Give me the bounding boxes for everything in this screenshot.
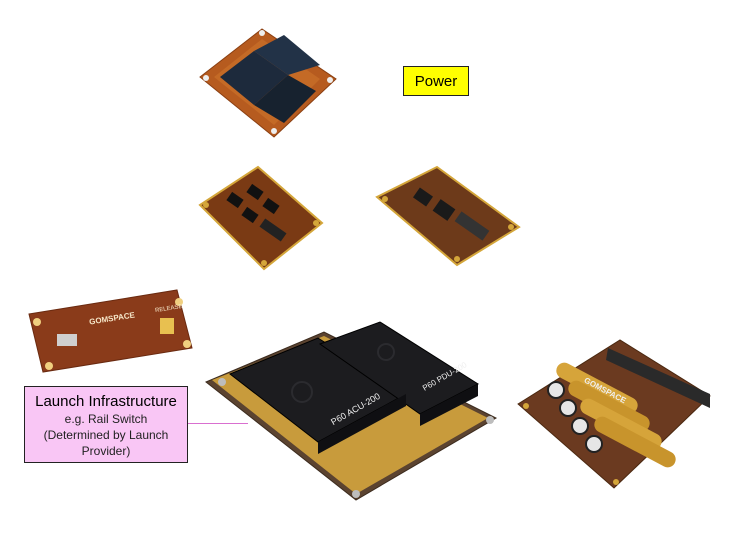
power-label: Power — [403, 66, 469, 96]
pcb-board-icon-2 — [375, 165, 521, 267]
rail-switch-board-icon: GOMSPACE RELEASE — [27, 288, 194, 374]
launch-title: Launch Infrastructure — [35, 393, 177, 410]
p60-stack: P60 ACU-200 P60 PDU-200 — [200, 321, 498, 504]
solar-panel-icon — [199, 28, 337, 138]
launch-sub-1: e.g. Rail Switch — [64, 412, 148, 426]
launch-infrastructure-label: Launch Infrastructure e.g. Rail Switch (… — [24, 386, 188, 463]
launch-sub-2: (Determined by Launch — [43, 428, 169, 442]
pcb-board-icon — [198, 165, 324, 271]
launch-sub-3: Provider) — [81, 444, 131, 458]
battery-pack-icon: GOMSPACE — [516, 338, 712, 490]
connector-line — [188, 423, 248, 424]
